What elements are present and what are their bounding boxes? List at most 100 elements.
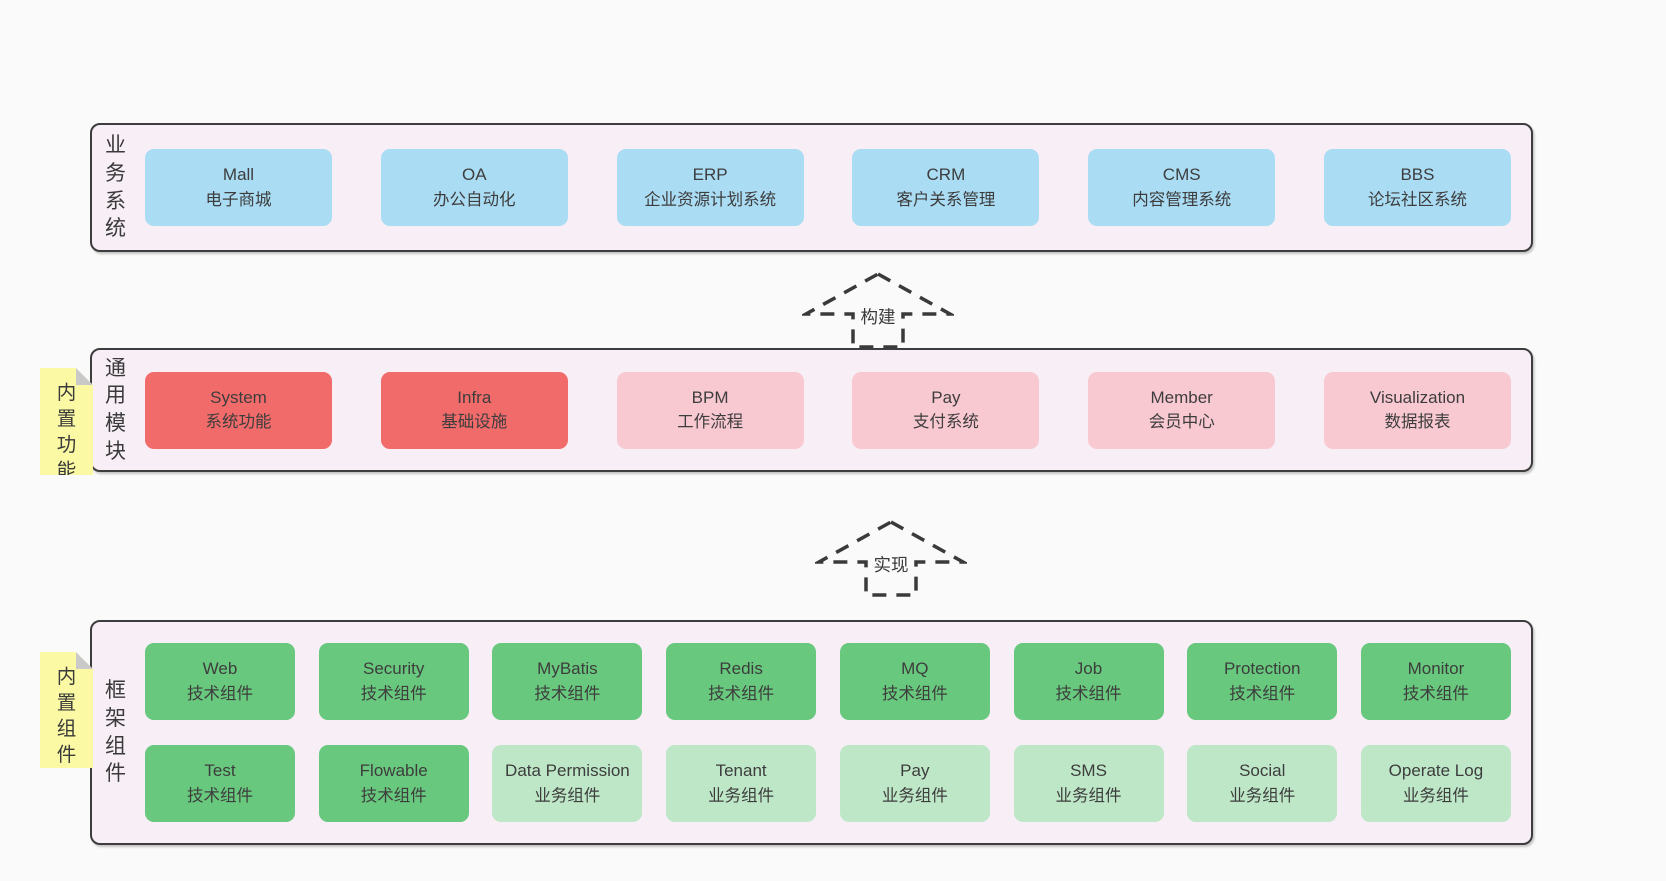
box-desc: 系统功能 <box>205 413 272 432</box>
box-desc: 业务组件 <box>1229 786 1296 805</box>
arrow-implement-label: 实现 <box>868 551 914 580</box>
box-name: OA <box>462 165 487 185</box>
box-infra: Infra 基础设施 <box>380 371 568 449</box>
box-desc: 业务组件 <box>708 786 775 805</box>
box-visualization: Visualization 数据报表 <box>1323 371 1511 449</box>
box-name: Redis <box>719 659 763 679</box>
box-name: Pay <box>900 761 930 781</box>
layer-business-systems: 业 务 系 统 Mall 电子商城 OA 办公自动化 ERP 企业资源计划系统 … <box>90 123 1533 252</box>
box-mall: Mall 电子商城 <box>145 149 332 226</box>
box-erp: ERP 企业资源计划系统 <box>616 149 804 226</box>
box-data-permission: Data Permission 业务组件 <box>492 745 643 822</box>
layer-label-framework-components: 框 架 组 件 <box>105 679 126 786</box>
business-components-row: Test 技术组件 Flowable 技术组件 Data Permission … <box>145 745 1511 822</box>
box-oa: OA 办公自动化 <box>380 149 568 226</box>
box-name: Member <box>1150 387 1213 407</box>
box-sms: SMS 业务组件 <box>1013 745 1164 822</box>
box-desc: 会员中心 <box>1148 413 1215 432</box>
box-mq: MQ 技术组件 <box>839 643 990 720</box>
box-crm: CRM 客户关系管理 <box>852 149 1040 226</box>
box-name: ERP <box>692 165 728 185</box>
box-name: Web <box>202 659 238 679</box>
arrow-build-label: 构建 <box>855 303 901 332</box>
box-desc: 技术组件 <box>187 786 253 805</box>
box-monitor: Monitor 技术组件 <box>1360 643 1511 720</box>
box-desc: 支付系统 <box>912 413 979 432</box>
box-desc: 技术组件 <box>360 684 427 703</box>
box-cms: CMS 内容管理系统 <box>1088 149 1276 226</box>
box-name: Monitor <box>1407 659 1465 679</box>
box-desc: 电子商城 <box>205 190 272 209</box>
layer-label-business-systems: 业 务 系 统 <box>105 134 126 241</box>
box-desc: 业务组件 <box>1402 786 1469 805</box>
box-bpm: BPM 工作流程 <box>616 371 804 449</box>
box-desc: 论坛社区系统 <box>1367 190 1467 209</box>
box-name: BPM <box>691 387 729 407</box>
box-desc: 办公自动化 <box>433 190 516 209</box>
layer-framework-components: 框 架 组 件 Web 技术组件 Security 技术组件 MyBatis 技… <box>90 620 1533 845</box>
layer-common-modules-rows: System 系统功能 Infra 基础设施 BPM 工作流程 Pay 支付系统… <box>136 350 1531 470</box>
box-desc: 客户关系管理 <box>896 190 996 209</box>
box-desc: 工作流程 <box>677 413 744 432</box>
arrow-build: 构建 <box>802 270 954 350</box>
box-name: Security <box>362 659 425 679</box>
box-name: Pay <box>931 387 961 407</box>
box-desc: 技术组件 <box>708 684 775 703</box>
box-member: Member 会员中心 <box>1088 371 1276 449</box>
box-desc: 技术组件 <box>881 684 948 703</box>
box-name: SMS <box>1070 761 1107 781</box>
box-pay-component: Pay 业务组件 <box>839 745 990 822</box>
box-operate-log: Operate Log 业务组件 <box>1360 745 1511 822</box>
box-name: MyBatis <box>537 659 598 679</box>
box-desc: 技术组件 <box>1055 684 1122 703</box>
box-bbs: BBS 论坛社区系统 <box>1323 149 1511 226</box>
box-desc: 技术组件 <box>534 684 601 703</box>
box-name: Test <box>204 761 236 781</box>
box-name: BBS <box>1400 165 1435 185</box>
box-desc: 业务组件 <box>534 786 601 805</box>
box-name: MQ <box>901 659 929 679</box>
box-test: Test 技术组件 <box>145 745 295 822</box>
box-name: Protection <box>1223 659 1301 679</box>
technical-components-row: Web 技术组件 Security 技术组件 MyBatis 技术组件 Redi… <box>145 643 1511 720</box>
box-web: Web 技术组件 <box>145 643 295 720</box>
box-job: Job 技术组件 <box>1013 643 1164 720</box>
box-name: Operate Log <box>1388 761 1484 781</box>
box-desc: 内容管理系统 <box>1132 190 1232 209</box>
box-flowable: Flowable 技术组件 <box>318 745 469 822</box>
layer-framework-components-rows: Web 技术组件 Security 技术组件 MyBatis 技术组件 Redi… <box>136 622 1531 843</box>
box-name: Mall <box>222 165 255 185</box>
box-name: Infra <box>457 387 492 407</box>
sticky-note-built-in-features: 内 置 功 能 <box>40 368 93 475</box>
box-name: Tenant <box>715 761 767 781</box>
box-name: Visualization <box>1369 387 1466 407</box>
box-desc: 技术组件 <box>1402 684 1469 703</box>
box-name: Flowable <box>359 761 428 781</box>
box-security: Security 技术组件 <box>318 643 469 720</box>
box-desc: 技术组件 <box>1229 684 1296 703</box>
box-desc: 技术组件 <box>360 786 427 805</box>
box-name: CRM <box>926 165 966 185</box>
box-mybatis: MyBatis 技术组件 <box>492 643 643 720</box>
layer-business-systems-rows: Mall 电子商城 OA 办公自动化 ERP 企业资源计划系统 CRM 客户关系… <box>136 125 1531 250</box>
box-pay-module: Pay 支付系统 <box>852 371 1040 449</box>
sticky-note-built-in-components: 内 置 组 件 <box>40 652 93 768</box>
layer-label-common-modules: 通 用 模 块 <box>105 356 126 463</box>
arrow-implement: 实现 <box>815 518 967 598</box>
box-tenant: Tenant 业务组件 <box>666 745 817 822</box>
business-systems-row: Mall 电子商城 OA 办公自动化 ERP 企业资源计划系统 CRM 客户关系… <box>145 149 1511 226</box>
box-name: Social <box>1239 761 1286 781</box>
box-name: System <box>210 387 267 407</box>
box-name: Data Permission <box>505 761 630 781</box>
box-redis: Redis 技术组件 <box>666 643 817 720</box>
box-desc: 数据报表 <box>1384 413 1451 432</box>
box-desc: 技术组件 <box>187 684 253 703</box>
box-protection: Protection 技术组件 <box>1187 643 1338 720</box>
box-desc: 企业资源计划系统 <box>644 190 777 209</box>
box-social: Social 业务组件 <box>1187 745 1338 822</box>
box-name: CMS <box>1162 165 1201 185</box>
box-desc: 业务组件 <box>1055 786 1122 805</box>
box-system: System 系统功能 <box>145 371 332 449</box>
box-desc: 基础设施 <box>441 413 508 432</box>
